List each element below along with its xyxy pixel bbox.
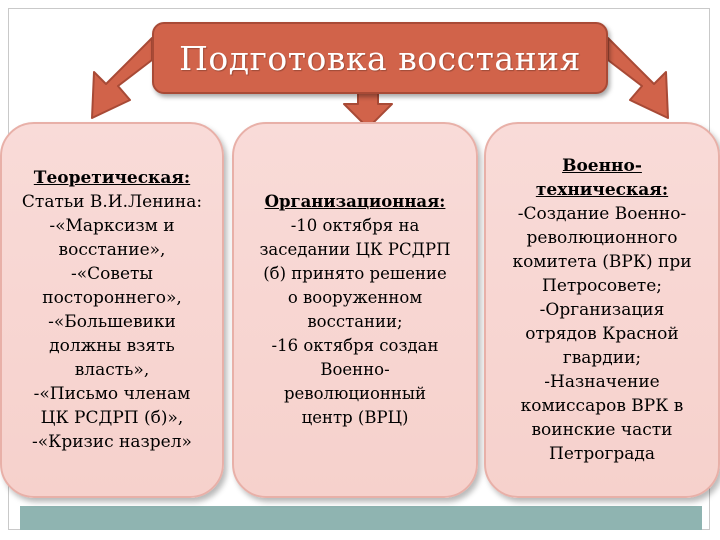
card-content: Теоретическая: Статьи В.И.Ленина: -«Марк… — [16, 166, 208, 454]
card-line: -Организация — [539, 300, 665, 320]
bottom-band — [20, 506, 702, 530]
card-line: должны взять — [49, 336, 175, 356]
card-line: -Назначение — [544, 372, 660, 392]
card-line: центр (ВРЦ) — [301, 408, 409, 427]
card-line: -Создание Военно- — [517, 204, 687, 224]
card-heading: техническая: — [535, 180, 669, 200]
card-theoretical: Теоретическая: Статьи В.И.Ленина: -«Марк… — [0, 122, 224, 498]
card-line: власть», — [74, 360, 150, 380]
right-arrow — [607, 37, 669, 119]
card-line: воинские части — [531, 420, 673, 440]
card-heading: Теоретическая: — [33, 168, 191, 188]
card-line: (б) принято решение — [263, 264, 447, 283]
card-line: Петросовете; — [542, 276, 662, 296]
card-line: о вооруженном — [287, 288, 423, 307]
card-heading: Организационная: — [264, 192, 446, 211]
card-line: Военно- — [320, 360, 390, 379]
card-heading: Военно- — [562, 156, 642, 176]
card-line: -«Кризис назрел» — [32, 432, 192, 452]
card-line: Статьи В.И.Ленина: — [21, 192, 203, 212]
card-line: -16 октября создан — [271, 336, 439, 355]
card-line: отрядов Красной — [525, 324, 679, 344]
card-line: гвардии; — [562, 348, 642, 368]
card-line: -10 октября на — [290, 216, 420, 235]
card-line: -«Советы — [71, 264, 153, 284]
card-line: Петрограда — [549, 444, 655, 464]
card-line: восстании; — [307, 312, 403, 331]
diagram-title: Подготовка восстания — [179, 38, 581, 78]
card-line: комитета (ВРК) при — [512, 252, 692, 272]
card-line: революционного — [526, 228, 678, 248]
left-arrow — [91, 37, 153, 119]
title-box: Подготовка восстания — [152, 22, 608, 94]
card-content: Военно- техническая: -Создание Военно- р… — [506, 154, 697, 466]
card-line: восстание», — [58, 240, 166, 260]
card-technical: Военно- техническая: -Создание Военно- р… — [484, 122, 720, 498]
card-line: -«Большевики — [48, 312, 176, 332]
card-content: Организационная: -10 октября на заседани… — [253, 190, 456, 430]
card-line: революционный — [283, 384, 427, 403]
card-organizational: Организационная: -10 октября на заседани… — [232, 122, 478, 498]
card-line: заседании ЦК РСДРП — [259, 240, 451, 259]
card-line: постороннего», — [42, 288, 182, 308]
card-line: -«Письмо членам — [33, 384, 191, 404]
card-line: -«Марксизм и — [49, 216, 175, 236]
card-line: комиссаров ВРК в — [520, 396, 684, 416]
card-line: ЦК РСДРП (б)», — [40, 408, 184, 428]
